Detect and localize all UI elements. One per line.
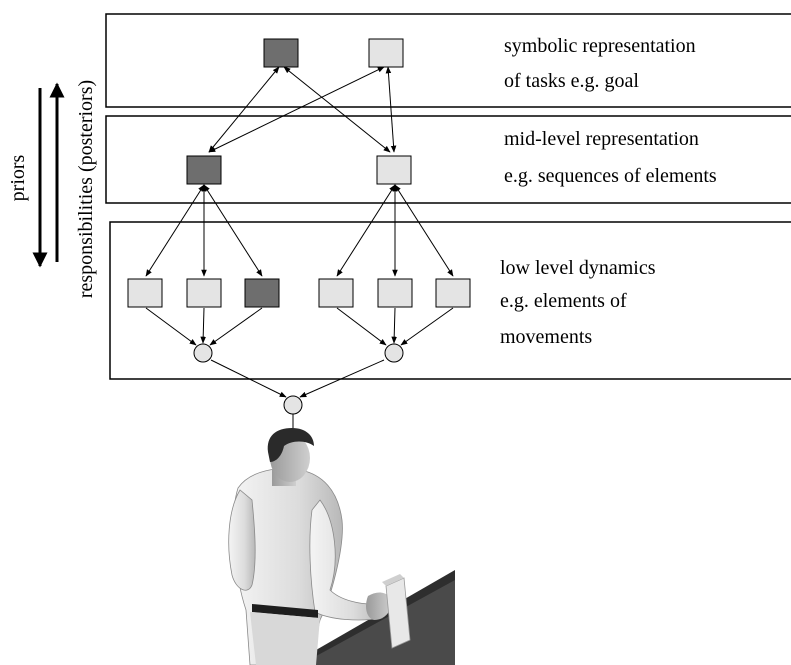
edge-top1-mid1 (208, 66, 280, 153)
symbolic-layer-box (105, 13, 791, 108)
low-label-line2: e.g. elements of (500, 290, 627, 312)
top-node-inactive (368, 38, 404, 68)
low-node-3-active (244, 278, 280, 308)
low-node-5 (377, 278, 413, 308)
combine-node-right (384, 343, 404, 363)
output-node (283, 395, 303, 415)
edge-low4-c2 (336, 307, 387, 346)
low-label-line3: movements (500, 326, 592, 348)
mid-node-inactive (376, 155, 412, 185)
edge-mid1-low3 (203, 184, 263, 277)
edge-mid1-low1 (145, 184, 205, 277)
mid-label-line1: mid-level representation (504, 128, 699, 150)
edge-low3-c1 (209, 307, 263, 346)
edge-top2-mid2 (385, 66, 397, 153)
edge-top2-mid1 (208, 66, 385, 153)
combine-node-left (193, 343, 213, 363)
edge-mid2-low4 (336, 184, 396, 277)
edge-low2-c1 (200, 307, 206, 344)
edge-low1-c1 (145, 307, 197, 346)
responsibilities-label: responsibilities (posteriors) (75, 80, 97, 298)
human-figure-illustration (228, 428, 455, 665)
mid-node-active (186, 155, 222, 185)
edge-low5-c2 (391, 307, 397, 344)
symbolic-label-line1: symbolic representation (504, 35, 696, 57)
priors-label: priors (7, 154, 29, 201)
low-node-1 (127, 278, 163, 308)
edge-top1-mid2 (283, 66, 391, 153)
mid-label-line2: e.g. sequences of elements (504, 165, 717, 187)
low-node-4 (318, 278, 354, 308)
low-node-6 (435, 278, 471, 308)
top-node-active (263, 38, 299, 68)
box-object (385, 577, 411, 649)
edge-mid2-low6 (394, 184, 454, 277)
edge-c2-c3 (299, 359, 385, 398)
low-label-line1: low level dynamics (500, 257, 656, 279)
symbolic-label-line2: of tasks e.g. goal (504, 70, 639, 92)
edge-low6-c2 (400, 307, 454, 346)
low-node-2 (186, 278, 222, 308)
edge-c1-c3 (210, 359, 287, 398)
